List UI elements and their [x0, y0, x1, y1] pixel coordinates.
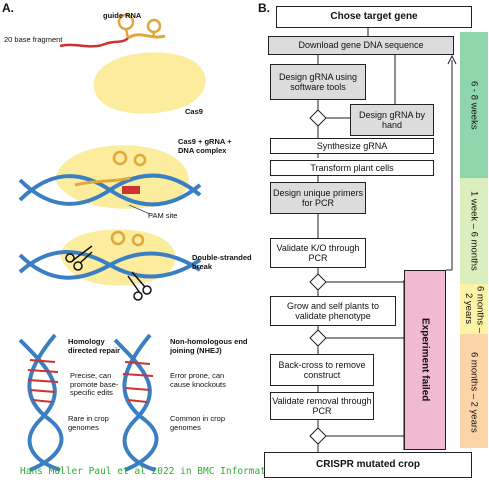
panel-a-letter: A.: [2, 1, 14, 15]
step-design-gRNA-hand: Design gRNA by hand: [350, 104, 434, 136]
step-final-crop: CRISPR mutated crop: [264, 452, 472, 478]
step-backcross: Back-cross to remove construct: [270, 354, 374, 386]
hdr-dna-helix: [18, 333, 64, 472]
complex-rna: [74, 176, 131, 187]
timeline-label-4: 6 months – 2 years: [468, 351, 480, 433]
scissors-icon: [65, 245, 93, 271]
decision-diamond-3: [309, 329, 327, 347]
decision-diamond-1: [309, 109, 327, 127]
hdr-description: Precise, can promote base-specific edits: [70, 371, 119, 398]
nhej-note: Common in crop genomes: [170, 414, 226, 432]
complex-dna-2: [18, 173, 202, 206]
step-design-primers: Design unique primers for PCR: [270, 182, 366, 214]
decision-diamond-2: [309, 273, 327, 291]
guide-rna-strand: [127, 33, 166, 40]
step-validate-ko: Validate K/O through PCR: [270, 238, 366, 268]
pam-site-label: PAM site: [148, 211, 178, 220]
complex-label: Cas9 + gRNA + DNA complex: [178, 137, 232, 155]
timeline-label-3: 6 months – 2 years: [463, 285, 486, 333]
step-choose-gene: Chose target gene: [276, 6, 472, 28]
dsb-label: Double-stranded break: [192, 253, 252, 271]
nhej-dna-helix: [113, 333, 159, 472]
pam-site-mark: [122, 186, 140, 194]
dsb-cas9: [60, 229, 176, 286]
step-grow-self: Grow and self plants to validate phenoty…: [270, 296, 396, 326]
step-synthesize-gRNA: Synthesize gRNA: [270, 138, 434, 154]
nhej-title: Non-homologous end joining (NHEJ): [170, 337, 248, 355]
cas9-protein: [93, 52, 206, 114]
timeline-label-2: 1 week – 6 months: [468, 191, 480, 271]
panel-b-letter: B.: [258, 1, 270, 15]
cas9-label: Cas9: [185, 107, 203, 116]
complex-cas9: [55, 145, 189, 209]
experiment-failed-label: Experiment failed: [419, 318, 431, 402]
step-transform-cells: Transform plant cells: [270, 160, 434, 176]
scissors-icon-2: [127, 271, 152, 301]
step-validate-removal: Validate removal through PCR: [270, 392, 374, 420]
step-design-gRNA-tools: Design gRNA using software tools: [270, 64, 366, 100]
hdr-note: Rare in crop genomes: [68, 414, 109, 432]
hdr-title: Homology directed repair: [68, 337, 121, 355]
step-download-sequence: Download gene DNA sequence: [268, 36, 454, 55]
guide-rna-label: guide RNA: [103, 11, 142, 20]
rna-fragment-strand: [59, 37, 129, 48]
timeline-label-1: 6 - 8 weeks: [468, 80, 480, 130]
dsb-dna-2: [18, 251, 202, 280]
figure-credit: Hans Müller Paul et al 2022 in BMC Infor…: [20, 466, 284, 477]
base-fragment-label: 20 base fragment: [4, 35, 63, 44]
decision-diamond-4: [309, 427, 327, 445]
experiment-failed-box: Experiment failed: [404, 270, 446, 450]
nhej-description: Error prone, can cause knockouts: [170, 371, 226, 389]
